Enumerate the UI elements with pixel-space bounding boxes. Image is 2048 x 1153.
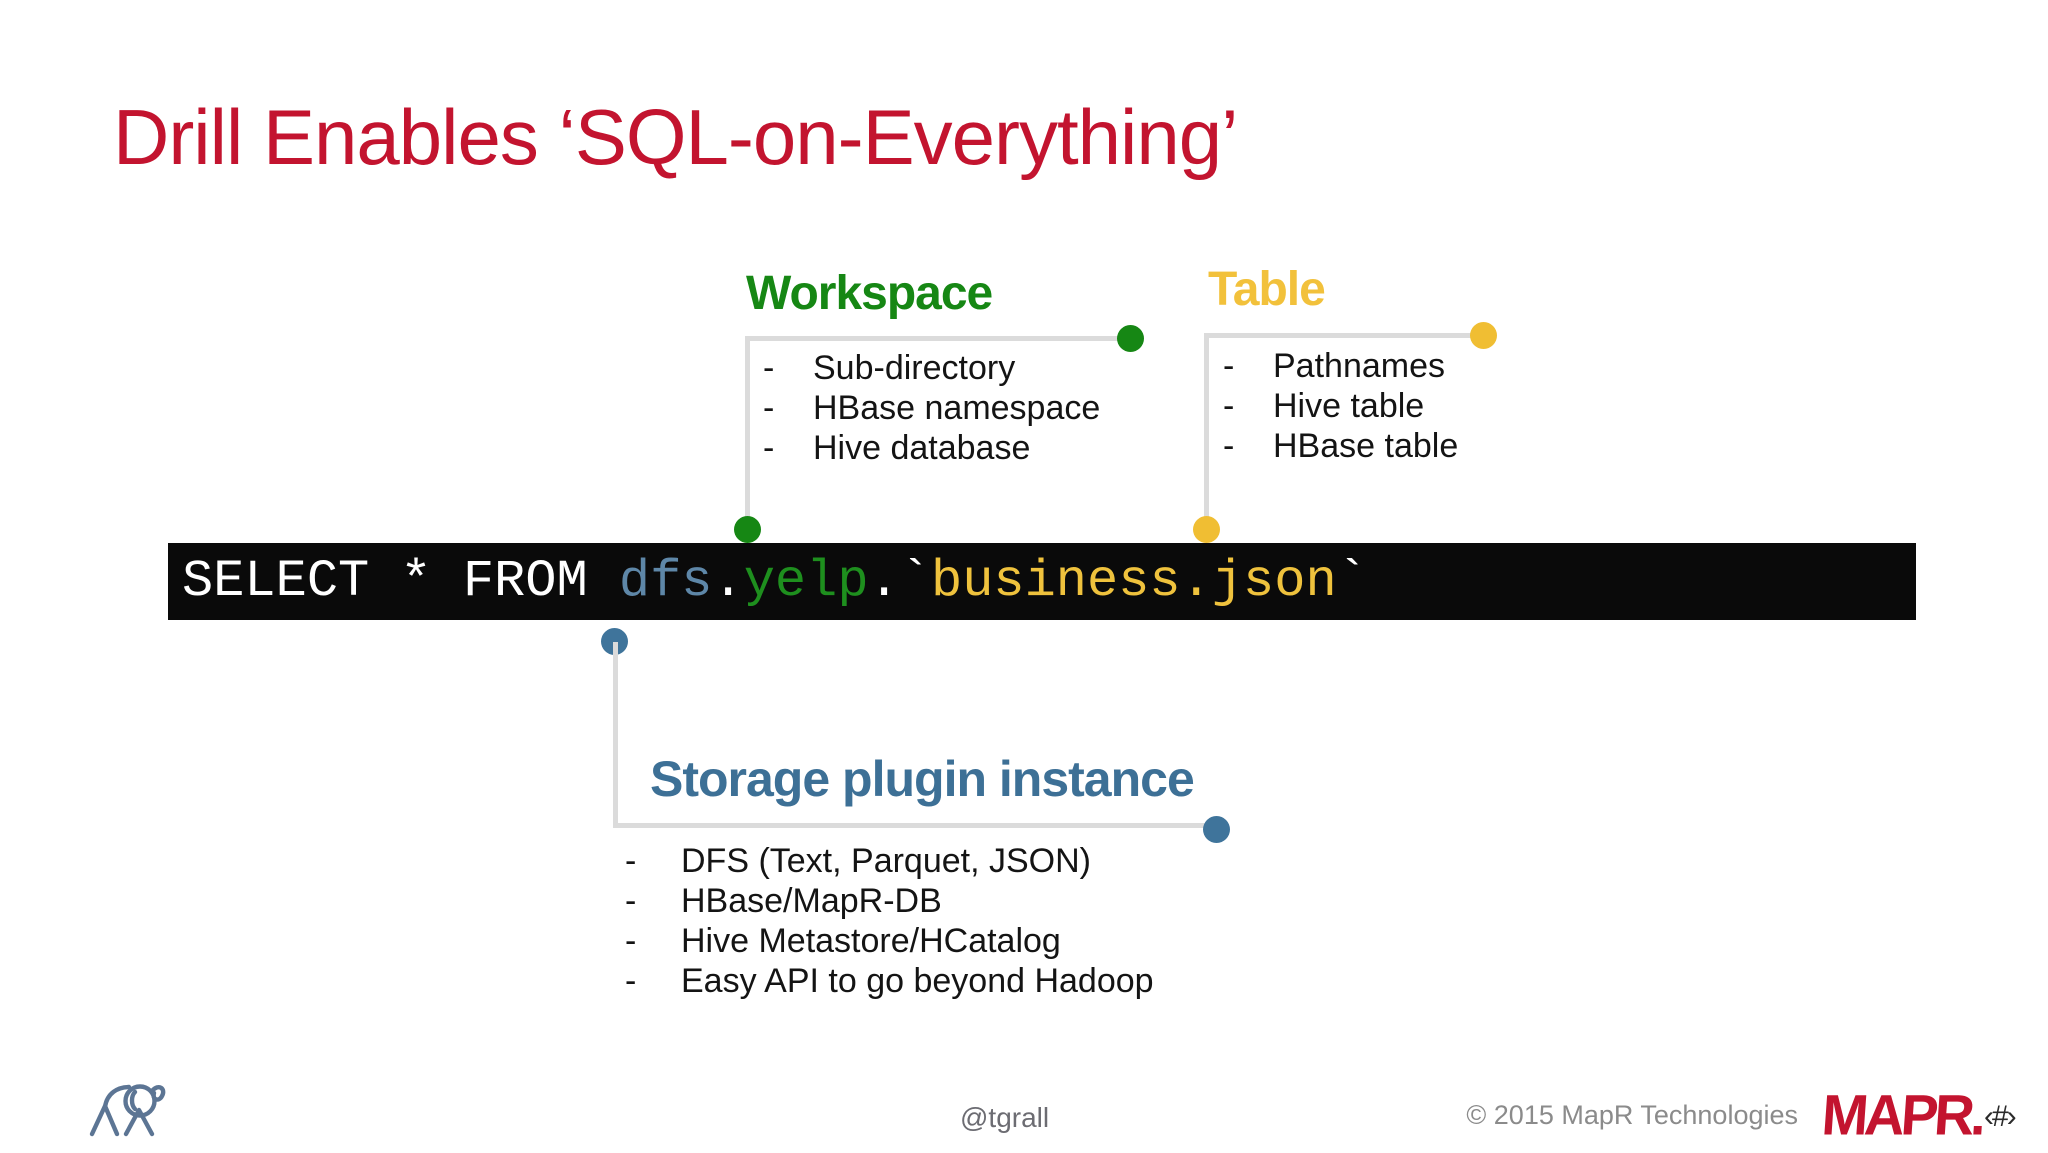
storage-dot-bottom: [1203, 816, 1230, 843]
list-item-label: HBase/MapR-DB: [681, 882, 942, 920]
list-item: -Pathnames: [1223, 346, 1458, 386]
table-connector-vline: [1204, 333, 1209, 532]
page-title: Drill Enables ‘SQL-on-Everything’: [113, 93, 1238, 181]
workspace-connector-hline: [745, 336, 1131, 341]
bullet-dash: -: [763, 389, 775, 427]
list-item: - HBase/MapR-DB: [625, 881, 1154, 921]
list-item: -HBase namespace: [763, 388, 1100, 428]
workspace-dot-bottom: [734, 516, 761, 543]
sql-keyword: SELECT * FROM: [182, 552, 619, 611]
sql-backtick-open: `: [899, 552, 931, 611]
list-item-label: Easy API to go beyond Hadoop: [681, 962, 1154, 1000]
mapr-logo: MAPR.: [1819, 1082, 1985, 1147]
table-heading: Table: [1208, 263, 1326, 316]
sql-backtick-close: `: [1336, 552, 1368, 611]
workspace-dot-top: [1117, 325, 1144, 352]
list-item: - DFS (Text, Parquet, JSON): [625, 841, 1154, 881]
bullet-dash: -: [625, 842, 637, 880]
sql-query-bar: SELECT * FROM dfs.yelp.`business.json`: [168, 543, 1916, 620]
sql-table-part: business.json: [930, 552, 1337, 611]
bullet-dash: -: [1223, 347, 1235, 385]
storage-heading: Storage plugin instance: [650, 751, 1195, 807]
list-item-label: HBase table: [1273, 427, 1459, 465]
list-item-label: Sub-directory: [813, 349, 1016, 387]
list-item: - Hive Metastore/HCatalog: [625, 921, 1154, 961]
storage-connector-hline: [613, 823, 1216, 828]
list-item-label: Pathnames: [1273, 347, 1445, 385]
workspace-heading: Workspace: [746, 267, 993, 320]
table-dot-top: [1470, 322, 1497, 349]
bullet-dash: -: [625, 922, 637, 960]
list-item: -HBase table: [1223, 426, 1458, 466]
bullet-dash: -: [763, 429, 775, 467]
workspace-connector-vline: [745, 336, 750, 532]
sql-separator: .: [868, 552, 900, 611]
list-item-label: Hive table: [1273, 387, 1425, 425]
list-item: -Hive database: [763, 428, 1100, 468]
table-connector-hline: [1204, 333, 1484, 338]
list-item-label: Hive Metastore/HCatalog: [681, 922, 1061, 960]
list-item: -Sub-directory: [763, 348, 1100, 388]
workspace-list: -Sub-directory -HBase namespace -Hive da…: [763, 348, 1100, 468]
table-list: -Pathnames -Hive table -HBase table: [1223, 346, 1458, 466]
list-item-label: Hive database: [813, 429, 1031, 467]
list-item: -Hive table: [1223, 386, 1458, 426]
bullet-dash: -: [1223, 387, 1235, 425]
sql-workspace-part: yelp: [743, 552, 869, 611]
list-item-label: DFS (Text, Parquet, JSON): [681, 842, 1091, 880]
bullet-dash: -: [625, 962, 637, 1000]
page-number-placeholder: ‹#›: [1984, 1100, 2017, 1133]
sql-separator: .: [712, 552, 744, 611]
table-dot-bottom: [1193, 516, 1220, 543]
sql-plugin-part: dfs: [618, 552, 713, 611]
storage-connector-vline: [613, 642, 618, 828]
storage-list: - DFS (Text, Parquet, JSON) - HBase/MapR-D…: [625, 841, 1154, 1001]
bullet-dash: -: [1223, 427, 1235, 465]
bullet-dash: -: [625, 882, 637, 920]
list-item-label: HBase namespace: [813, 389, 1101, 427]
twitter-handle: @tgrall: [960, 1102, 1050, 1133]
bullet-dash: -: [763, 349, 775, 387]
list-item: - Easy API to go beyond Hadoop: [625, 961, 1154, 1001]
copyright-text: © 2015 MapR Technologies: [1466, 1100, 1798, 1130]
elephant-line-art-icon: [89, 1084, 166, 1137]
